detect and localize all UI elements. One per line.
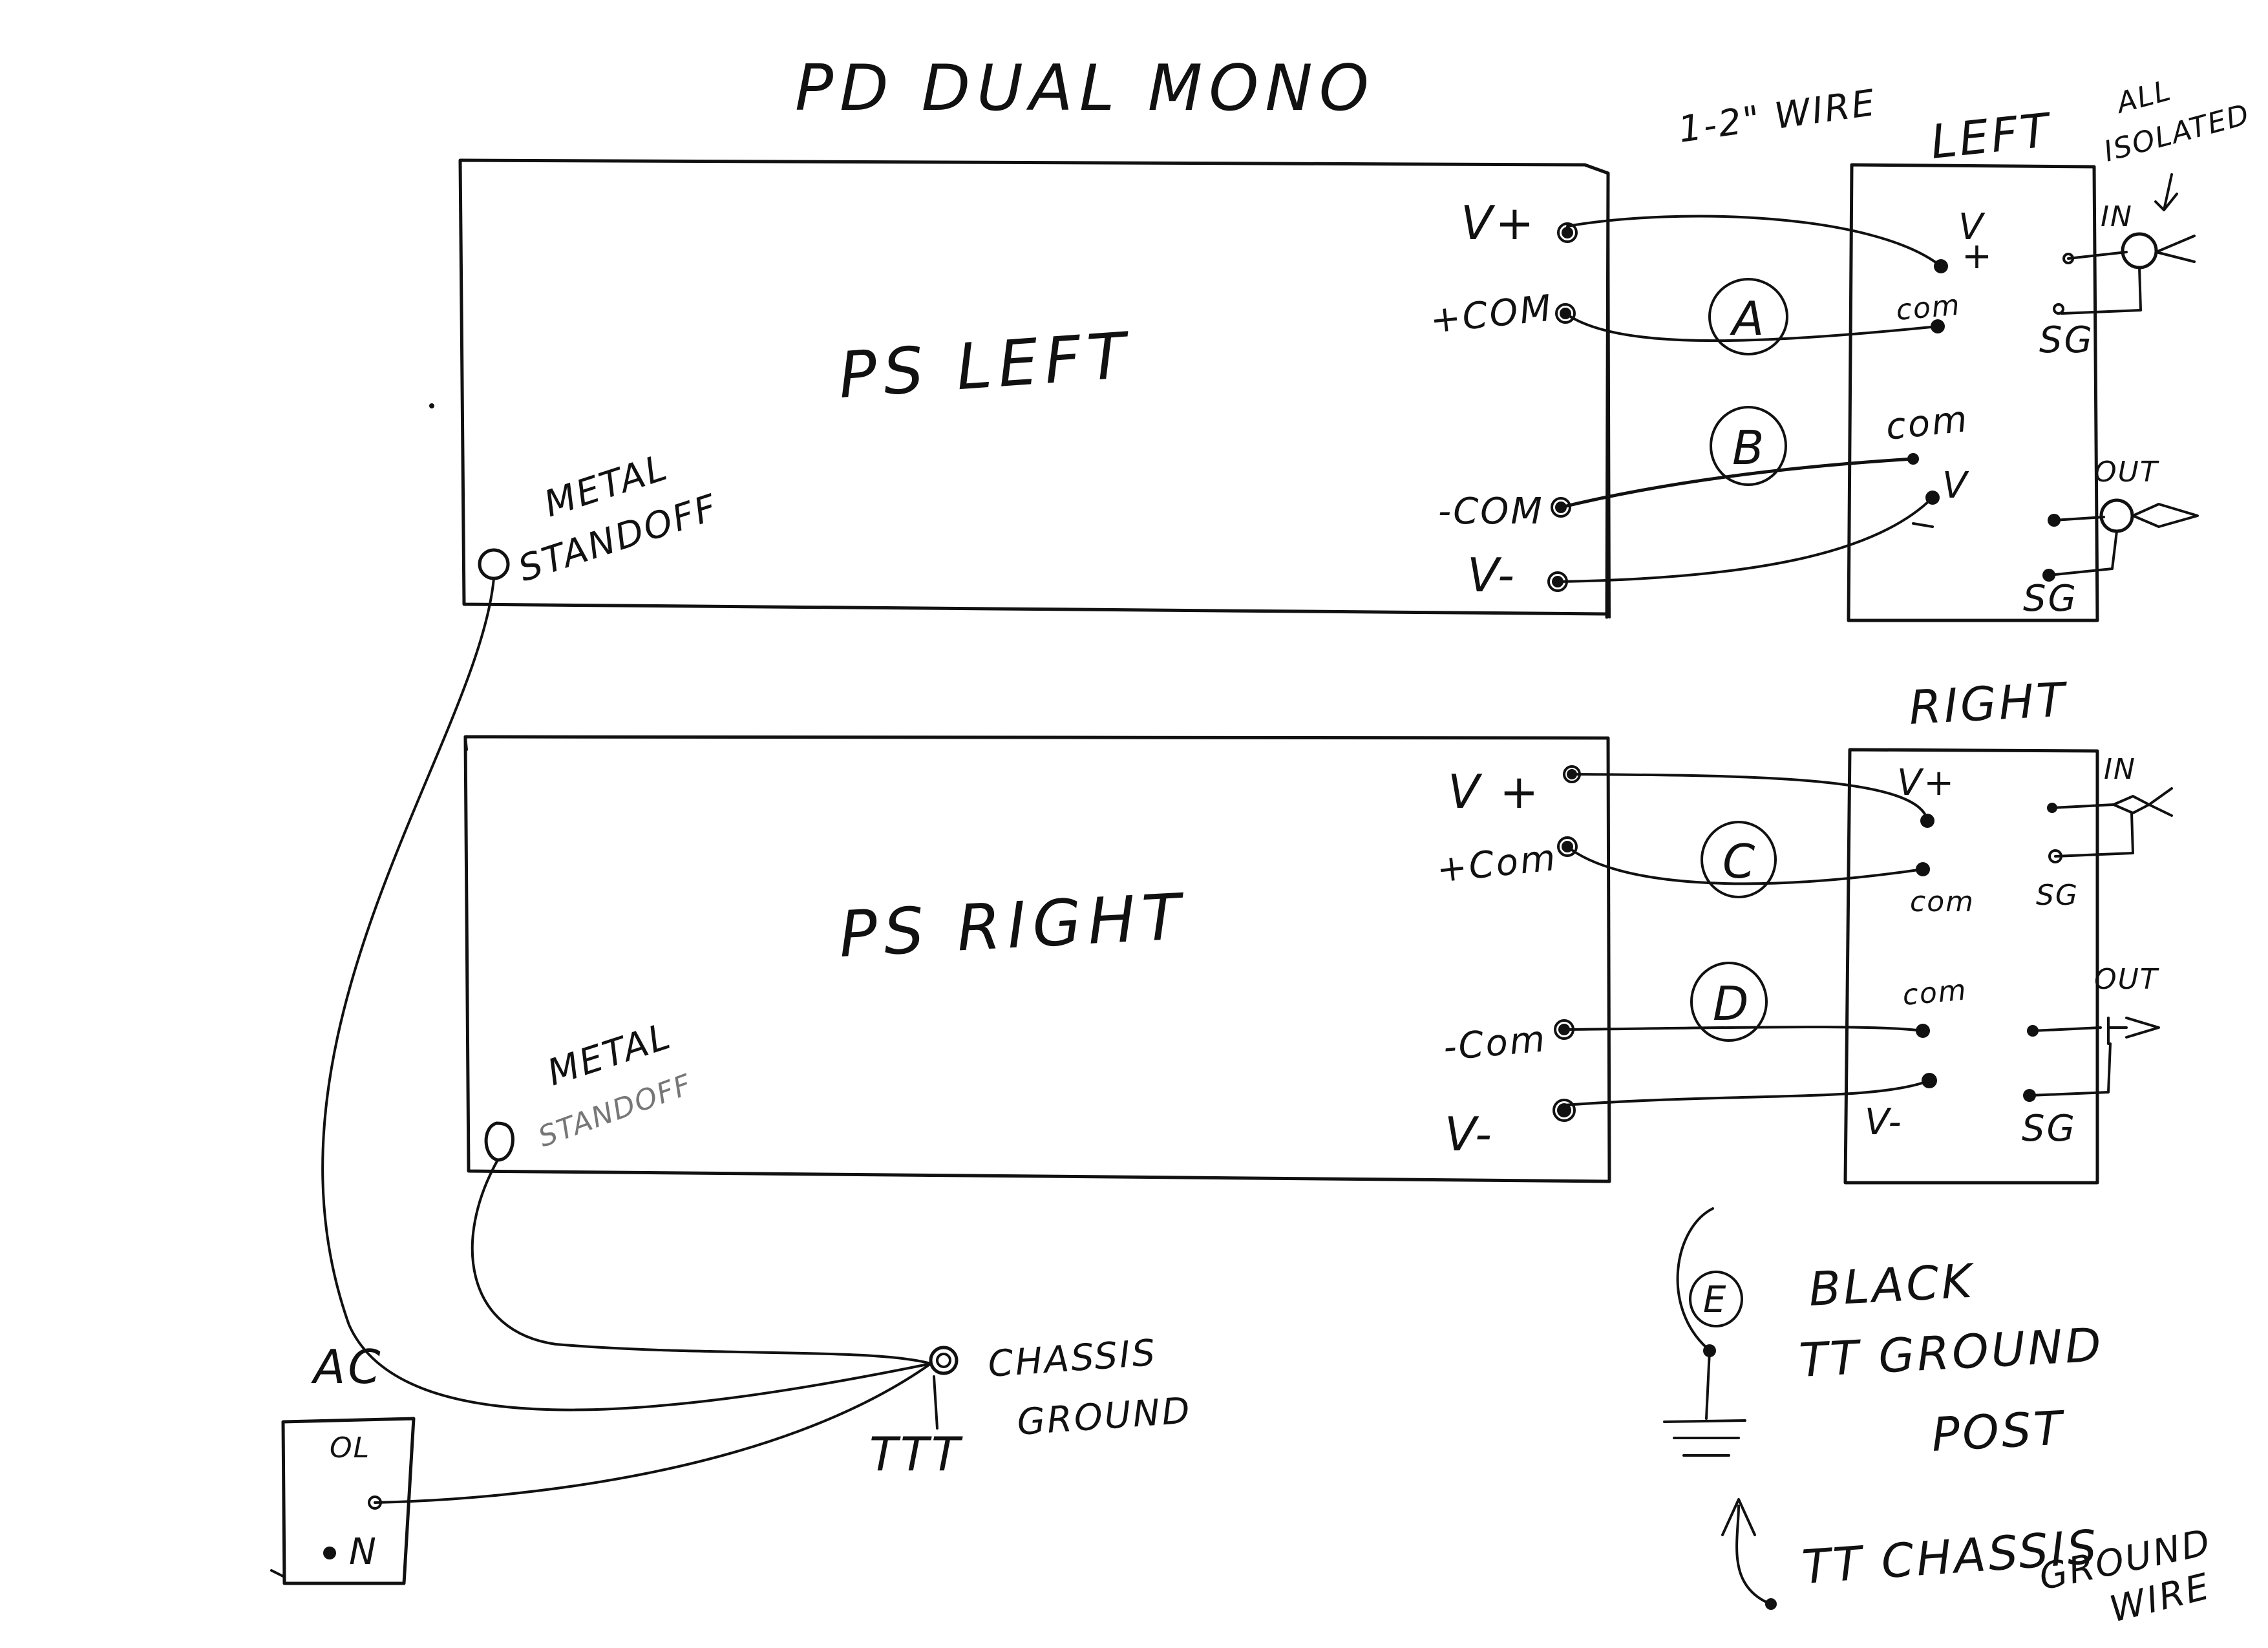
chassis-ground-point xyxy=(929,1346,959,1430)
isolated-arrow-icon xyxy=(2154,173,2178,211)
left-board-plus-label: + xyxy=(1962,235,1994,277)
chassis-ground-label-line1: CHASSIS xyxy=(986,1332,1158,1386)
ps-left-label: PS LEFT xyxy=(836,319,1135,412)
left-board-box xyxy=(1847,163,2099,622)
stray-ink-mark xyxy=(429,403,434,408)
ac-switch-box xyxy=(270,1417,416,1585)
up-arrow-icon xyxy=(1721,1498,1777,1610)
wire-left-standoff-to-chassis xyxy=(321,577,932,1411)
wire-length-note: 1-2" WIRE xyxy=(1676,82,1879,151)
wire-right-com-plus xyxy=(1566,845,1924,885)
left-board-com-top-label: com xyxy=(1895,288,1962,327)
left-board-out-jack xyxy=(2048,498,2199,576)
right-board-out-jack xyxy=(2028,1017,2160,1097)
left-board-com-bottom-label: com xyxy=(1884,398,1971,449)
right-board-com-top-label: com xyxy=(1910,885,1975,918)
wire-marker-b-label: B xyxy=(1732,421,1766,475)
ps-left-standoff-terminal xyxy=(478,548,510,580)
ac-switch-pin xyxy=(368,1495,382,1510)
tt-ground-line3: POST xyxy=(1930,1400,2066,1462)
wire-marker-d-label: D xyxy=(1713,977,1751,1031)
wire-right-com-minus xyxy=(1563,1026,1924,1032)
ps-left-box xyxy=(458,158,1611,619)
wire-right-vminus xyxy=(1563,1079,1931,1106)
left-board-sg-top-label: SG xyxy=(2039,319,2094,361)
right-board-vminus-label: V- xyxy=(1865,1101,1903,1143)
wire-marker-a-label: A xyxy=(1730,291,1766,346)
ps-left-com-minus-label: -COM xyxy=(1438,491,1544,533)
right-board-sg-top-label: SG xyxy=(2036,879,2079,912)
ps-right-standoff-terminal xyxy=(484,1121,514,1162)
left-board-vminus-label: V xyxy=(1942,465,1969,507)
diagram-title: PD DUAL MONO xyxy=(795,52,1375,125)
ps-left-terminals xyxy=(1547,222,1578,592)
left-board-in-label: IN xyxy=(2101,200,2133,233)
left-board-label: LEFT xyxy=(1928,103,2055,169)
wire-right-vplus xyxy=(1571,773,1929,822)
wire-left-vminus xyxy=(1556,496,1934,583)
wire-marker-e: E xyxy=(1689,1271,1743,1327)
ground-symbol-icon xyxy=(1663,1349,1746,1457)
wire-ac-to-chassis xyxy=(374,1362,932,1504)
tt-ground-wire-lead xyxy=(1676,1207,1714,1349)
wire-marker-b: B xyxy=(1710,406,1787,486)
ps-right-com-plus-label: +Com xyxy=(1435,837,1560,891)
ac-off-label: OL xyxy=(330,1431,370,1464)
right-board-in-jack xyxy=(2051,787,2173,858)
wire-marker-a: A xyxy=(1708,278,1788,355)
wire-left-vplus xyxy=(1566,215,1942,268)
wire-marker-c-label: C xyxy=(1722,834,1757,889)
wire-marker-c: C xyxy=(1701,821,1777,898)
wire-right-standoff-to-chassis xyxy=(471,1159,932,1365)
ps-right-com-minus-label: -Com xyxy=(1442,1018,1549,1069)
right-board-in-label: IN xyxy=(2104,753,2136,786)
ps-left-com-plus-label: +COM xyxy=(1428,287,1555,342)
ac-label: AC xyxy=(311,1340,383,1394)
right-board-vplus-label: V+ xyxy=(1897,762,1956,804)
ps-left-vminus-label: V- xyxy=(1467,548,1517,602)
right-board-sg-bottom-label: SG xyxy=(2022,1108,2077,1150)
wire-left-com-plus xyxy=(1564,312,1939,343)
ac-on-dot xyxy=(323,1547,336,1559)
right-board-com-bottom-label: com xyxy=(1902,973,1969,1012)
ps-right-terminals xyxy=(1553,765,1581,1122)
left-board-note-line1: ALL xyxy=(2112,74,2175,120)
wire-marker-d: D xyxy=(1690,962,1768,1042)
right-board-label: RIGHT xyxy=(1907,672,2069,735)
left-board-vminus-mark xyxy=(1912,522,1934,528)
wire-left-com-minus xyxy=(1559,457,1915,509)
ac-on-label: N xyxy=(349,1531,378,1573)
ps-right-label: PS RIGHT xyxy=(837,880,1189,972)
ps-right-vminus-label: V- xyxy=(1445,1107,1494,1161)
left-board-sg-bottom-label: SG xyxy=(2023,578,2078,620)
tt-ground-line1: BLACK xyxy=(1807,1254,1976,1316)
ps-right-box xyxy=(463,735,1611,1183)
ps-left-vplus-label: V+ xyxy=(1461,196,1537,250)
tt-ground-line2: TT GROUND xyxy=(1797,1317,2104,1388)
left-board-sg-top-pin xyxy=(2053,303,2064,315)
right-board-box xyxy=(1843,748,2099,1185)
wire-marker-e-label: E xyxy=(1703,1279,1728,1321)
chassis-ground-symbol: TTT xyxy=(869,1427,963,1481)
ps-right-vplus-label: V + xyxy=(1448,765,1541,819)
left-board-out-label: OUT xyxy=(2094,456,2159,489)
left-board-in-jack xyxy=(2061,232,2196,315)
chassis-ground-label-line2: GROUND xyxy=(1015,1389,1192,1444)
right-board-out-label: OUT xyxy=(2094,963,2159,996)
left-board-vplus-label: V xyxy=(1958,206,1986,248)
